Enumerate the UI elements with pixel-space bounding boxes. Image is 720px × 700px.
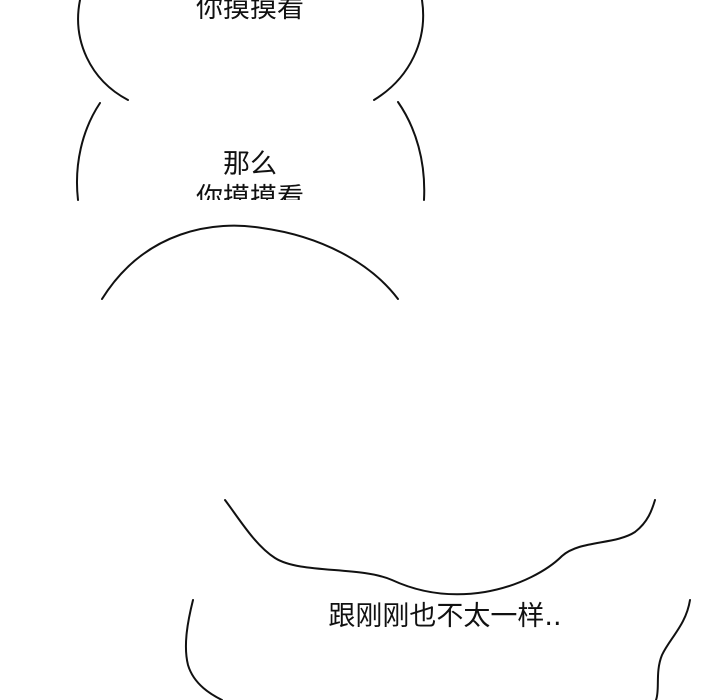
speech-bubble-1-outline	[77, 0, 129, 101]
speech-bubble-2-line-1: 那么	[223, 149, 277, 180]
speech-bubble-5-outline	[184, 599, 223, 700]
speech-bubble-2-text: 那么 你摸摸看	[150, 148, 350, 200]
speech-bubble-3-text: 跟刚刚也不太一样..	[328, 601, 562, 632]
speech-bubble-3-outline	[101, 224, 399, 300]
speech-bubble-2-outline	[75, 102, 101, 201]
speech-bubble-1-outline-right	[373, 0, 425, 101]
speech-bubble-2-outline-right	[397, 101, 426, 201]
panel-2: 那么 你摸摸看	[0, 100, 720, 200]
speech-bubble-5-outline-right	[655, 599, 691, 700]
speech-bubble-1-text: 你摸摸看	[196, 0, 304, 24]
speech-bubble-4-outline	[224, 499, 656, 596]
speech-bubble-2-line-2: 你摸摸看	[196, 183, 304, 200]
